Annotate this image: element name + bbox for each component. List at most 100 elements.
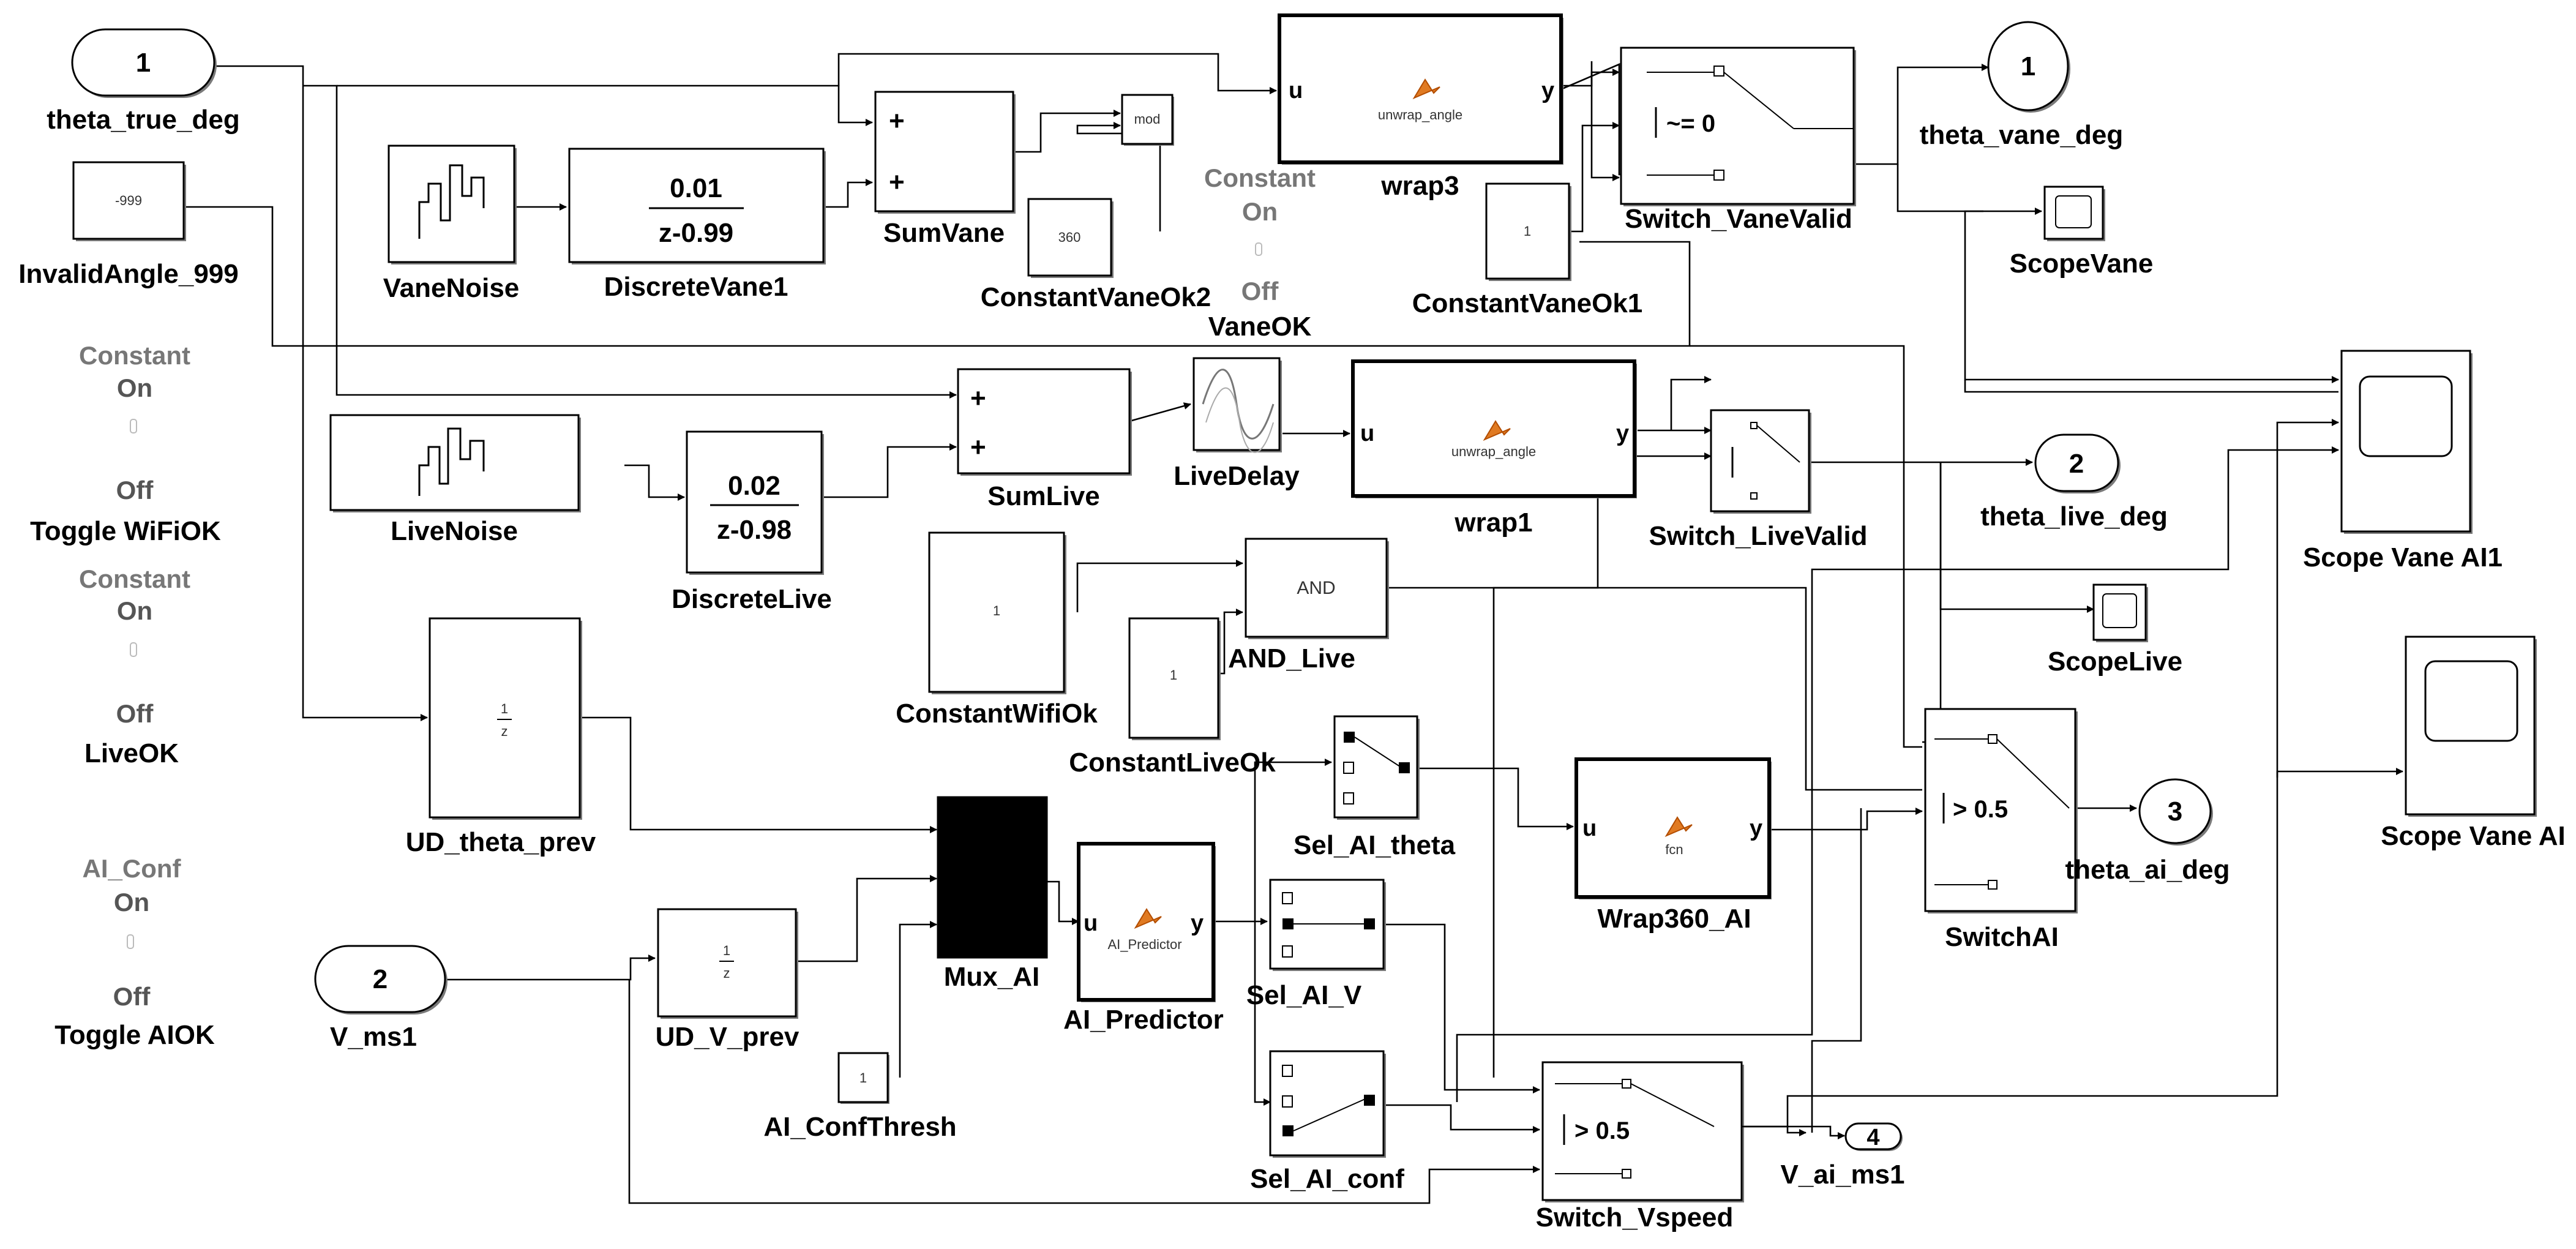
matlab-icon — [1134, 908, 1162, 929]
discrete-tf-live[interactable]: 0.02 z-0.98 DiscreteLive — [672, 430, 832, 614]
block-label: Scope Vane AI — [2381, 821, 2566, 851]
block-label: LiveOK — [84, 738, 179, 768]
svg-text:On: On — [117, 373, 152, 402]
fcn-wrap3[interactable]: u y unwrap_angle wrap3 — [1278, 13, 1563, 201]
svg-text:On: On — [114, 888, 149, 917]
constant-vane-ok2[interactable]: 360 ConstantVaneOk2 — [981, 198, 1211, 312]
svg-text:1: 1 — [501, 701, 508, 716]
svg-text:y: y — [1191, 910, 1204, 936]
signal-lines — [184, 53, 2403, 1204]
svg-text:unwrap_angle: unwrap_angle — [1378, 107, 1462, 122]
sum-live[interactable]: + + SumLive — [957, 368, 1132, 511]
toggle-wifi-ok[interactable]: Constant On Off Toggle WiFiOK — [30, 341, 221, 546]
block-label: UD_theta_prev — [406, 827, 596, 857]
toggle-vane-ok[interactable]: Constant On Off VaneOK — [1204, 163, 1316, 342]
block-label: wrap1 — [1454, 508, 1532, 538]
toggle-live-ok[interactable]: Constant On Off LiveOK — [79, 564, 190, 768]
svg-text:-999: -999 — [115, 193, 142, 208]
block-label: LiveNoise — [391, 516, 518, 546]
block-label: InvalidAngle_999 — [18, 259, 238, 289]
noise-vane[interactable]: VaneNoise — [383, 144, 520, 303]
svg-text:u: u — [1582, 816, 1597, 841]
discrete-tf-vane[interactable]: 0.01 z-0.99 DiscreteVane1 — [568, 148, 826, 302]
selector-ai-theta[interactable]: Sel_AI_theta — [1294, 715, 1456, 860]
switch-vspeed[interactable]: > 0.5 Switch_Vspeed — [1536, 1061, 1744, 1232]
svg-text:0.02: 0.02 — [728, 471, 781, 501]
outport-theta-vane-deg[interactable]: 1 theta_vane_deg — [1920, 21, 2124, 150]
svg-text:u: u — [1084, 910, 1098, 936]
noise-live[interactable]: LiveNoise — [329, 414, 581, 546]
scope-vane[interactable]: ScopeVane — [2010, 186, 2154, 279]
svg-text:z: z — [724, 966, 730, 981]
block-label: theta_ai_deg — [2065, 855, 2230, 885]
block-label: theta_vane_deg — [1920, 120, 2124, 150]
block-label: Sel_AI_conf — [1250, 1164, 1404, 1194]
svg-text:1: 1 — [1524, 223, 1531, 239]
block-label: UD_V_prev — [656, 1022, 799, 1052]
switch-ai[interactable]: > 0.5 SwitchAI — [1924, 708, 2078, 952]
block-label: Switch_VaneValid — [1625, 204, 1852, 234]
block-label: AI_Predictor — [1063, 1005, 1224, 1035]
fcn-wrap360-ai[interactable]: u y fcn Wrap360_AI — [1574, 757, 1772, 934]
block-label: SumLive — [987, 481, 1099, 511]
matlab-icon — [1412, 78, 1440, 100]
logic-and-live[interactable]: AND AND_Live — [1228, 538, 1389, 673]
mux-ai[interactable]: Mux_AI — [937, 796, 1048, 992]
switch-live-valid[interactable]: Switch_LiveValid — [1649, 409, 1868, 551]
block-label: theta_true_deg — [47, 105, 239, 135]
block-label: ConstantWifiOk — [896, 699, 1098, 729]
svg-text:1: 1 — [1170, 667, 1177, 683]
toggle-ai-ok[interactable]: AI_Conf On Off Toggle AIOK — [54, 854, 215, 1050]
fcn-wrap1[interactable]: u y unwrap_angle wrap1 — [1351, 359, 1637, 538]
fcn-ai-predictor[interactable]: u y AI_Predictor AI_Predictor — [1063, 842, 1224, 1035]
block-label: SumVane — [883, 218, 1005, 248]
svg-text:1: 1 — [859, 1070, 867, 1086]
svg-text:3: 3 — [2168, 797, 2182, 827]
selector-ai-v[interactable]: Sel_AI_V — [1246, 879, 1386, 1010]
switch-vane-valid[interactable]: ~= 0 Switch_VaneValid — [1620, 47, 1856, 234]
svg-text:AI_Conf: AI_Conf — [83, 854, 182, 883]
svg-text:AI_Predictor: AI_Predictor — [1107, 937, 1181, 952]
constant-live-ok[interactable]: 1 ConstantLiveOk — [1069, 617, 1276, 778]
scope-vane-ai1[interactable]: Scope Vane AI1 — [2303, 350, 2503, 572]
svg-text:z-0.98: z-0.98 — [717, 515, 792, 545]
unit-delay-theta[interactable]: 1 z UD_theta_prev — [406, 617, 596, 857]
block-label: VaneNoise — [383, 273, 520, 303]
svg-text:z-0.99: z-0.99 — [659, 218, 733, 248]
svg-text:fcn: fcn — [1665, 842, 1683, 857]
sum-vane[interactable]: + + SumVane — [874, 91, 1016, 248]
live-delay[interactable]: LiveDelay — [1174, 357, 1300, 491]
scope-live[interactable]: ScopeLive — [2048, 583, 2182, 677]
inport-v-ms1[interactable]: 2 V_ms1 — [314, 945, 447, 1052]
svg-text:unwrap_angle: unwrap_angle — [1451, 444, 1536, 459]
svg-text:+: + — [970, 432, 986, 462]
constant-invalid-angle[interactable]: -999 InvalidAngle_999 — [18, 161, 239, 289]
svg-text:Off: Off — [1241, 277, 1279, 306]
constant-ai-conf-thresh[interactable]: 1 AI_ConfThresh — [763, 1052, 957, 1142]
outport-theta-ai-deg[interactable]: 3 theta_ai_deg — [2065, 778, 2230, 885]
block-label: Sel_AI_theta — [1294, 830, 1456, 860]
scope-vane-ai[interactable]: Scope Vane AI — [2381, 636, 2566, 851]
unit-delay-v[interactable]: 1 z UD_V_prev — [656, 908, 799, 1052]
constant-vane-ok1[interactable]: 1 ConstantVaneOk1 — [1412, 182, 1643, 318]
mod-block[interactable]: mod — [1121, 94, 1174, 146]
outport-v-ai-ms1[interactable]: 4 V_ai_ms1 — [1780, 1122, 1905, 1190]
matlab-icon — [1664, 816, 1693, 838]
selector-ai-conf[interactable]: Sel_AI_conf — [1250, 1050, 1404, 1194]
svg-text:0.01: 0.01 — [670, 173, 722, 203]
svg-text:y: y — [1616, 421, 1629, 446]
block-label: Sel_AI_V — [1246, 980, 1362, 1010]
block-label: AND_Live — [1228, 643, 1355, 673]
inport-theta-true-deg[interactable]: 1 theta_true_deg — [47, 28, 240, 135]
svg-text:+: + — [889, 167, 905, 197]
svg-text:+: + — [889, 106, 905, 136]
block-label: Toggle WiFiOK — [30, 516, 221, 546]
block-label: SwitchAI — [1945, 922, 2059, 952]
block-label: LiveDelay — [1174, 461, 1300, 491]
svg-text:Constant: Constant — [1204, 163, 1316, 192]
constant-wifi-ok[interactable]: 1 ConstantWifiOk — [896, 531, 1098, 729]
block-label: V_ms1 — [330, 1022, 417, 1052]
block-label: DiscreteVane1 — [604, 272, 788, 302]
outport-theta-live-deg[interactable]: 2 theta_live_deg — [1980, 433, 2168, 531]
